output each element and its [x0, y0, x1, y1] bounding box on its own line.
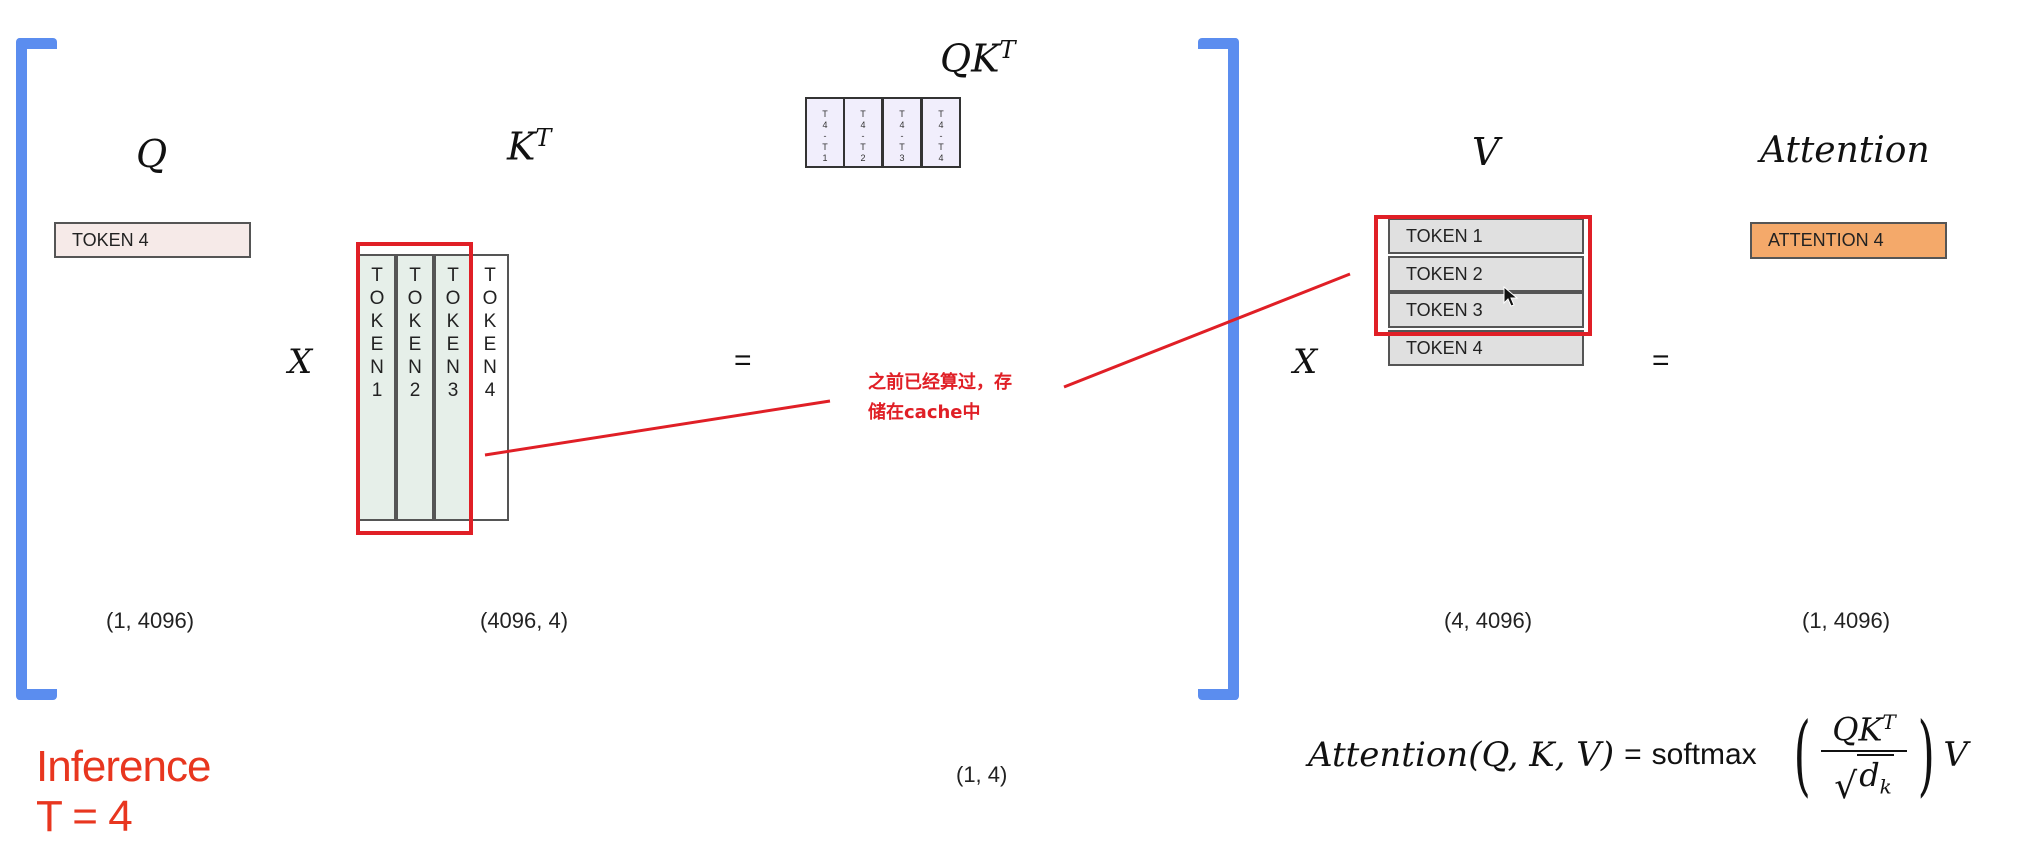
label-attention: Attention	[1760, 130, 1930, 171]
times-sign-1: X	[288, 342, 313, 382]
formula-lhs: Attention(Q, K, V)	[1308, 735, 1615, 775]
formula-denominator-base: d	[1859, 756, 1880, 795]
formula-paren-right: )	[1917, 703, 1935, 806]
k-column-3-label: T O K E N 3	[445, 265, 461, 401]
formula-numerator-sup: T	[1882, 710, 1896, 735]
k-column-1-label: T O K E N 1	[369, 265, 385, 401]
shape-qkt: (1, 4)	[956, 762, 1008, 787]
k-column-1: T O K E N 1	[358, 254, 396, 521]
k-cache-highlight	[356, 242, 473, 535]
v-row-3: TOKEN 3	[1388, 292, 1584, 328]
inference-label: Inference T = 4	[36, 742, 211, 842]
formula-fraction-bar	[1821, 750, 1908, 753]
left-bracket	[16, 38, 57, 700]
sqrt-sign-icon: √	[1834, 765, 1858, 807]
equals-sign-1: =	[734, 344, 752, 377]
v-row-2: TOKEN 2	[1388, 256, 1584, 292]
mouse-cursor-icon	[1503, 286, 1519, 307]
v-cache-highlight	[1374, 215, 1592, 336]
formula-numerator-base: QK	[1832, 711, 1883, 750]
formula-fraction: QKT √ dk	[1821, 704, 1908, 805]
qkt-cell-1-label: T 4 - T 1	[822, 109, 828, 163]
q-row-token4: TOKEN 4	[54, 222, 251, 258]
annotation-text: 之前已经算过，存 储在cache中	[868, 368, 1012, 428]
inference-step: T = 4	[36, 792, 133, 841]
qkt-cell-2-label: T 4 - T 2	[860, 109, 866, 163]
formula-eq: =	[1624, 738, 1642, 771]
attention-formula: Attention(Q, K, V) = softmax ( QKT √ dk …	[1308, 700, 2026, 810]
label-qkt: QKT	[940, 36, 1016, 81]
right-bracket	[1198, 38, 1239, 700]
label-qkt-base: QK	[940, 36, 1000, 81]
formula-tail: V	[1943, 735, 1968, 775]
annotation-line-v	[1063, 272, 1351, 389]
annotation-line1: 之前已经算过，存	[868, 372, 1012, 393]
v-row-4: TOKEN 4	[1388, 330, 1584, 366]
qkt-cell-4: T 4 - T 4	[921, 97, 961, 168]
k-column-4-label: T O K E N 4	[482, 265, 498, 401]
shape-kt: (4096, 4)	[480, 608, 569, 633]
label-q: Q	[136, 132, 168, 176]
label-qkt-sup: T	[999, 36, 1016, 64]
formula-numerator: QKT	[1832, 704, 1895, 748]
formula-paren-left: (	[1793, 703, 1811, 806]
label-kt: KT	[507, 124, 551, 169]
qkt-cell-3-label: T 4 - T 3	[899, 109, 905, 163]
shape-attention: (1, 4096)	[1802, 608, 1891, 633]
annotation-line2: 储在cache中	[868, 402, 981, 423]
k-column-2: T O K E N 2	[396, 254, 434, 521]
k-column-4: T O K E N 4	[471, 254, 509, 521]
formula-denominator-sub: k	[1879, 774, 1892, 799]
v-row-1: TOKEN 1	[1388, 218, 1584, 254]
label-v: V	[1472, 130, 1500, 174]
formula-softmax: softmax	[1651, 738, 1757, 771]
k-column-2-label: T O K E N 2	[407, 265, 423, 401]
annotation-line-k	[484, 399, 831, 457]
k-column-3: T O K E N 3	[434, 254, 472, 521]
formula-denominator-body: dk	[1857, 754, 1894, 805]
qkt-cell-1: T 4 - T 1	[805, 97, 845, 168]
label-kt-base: K	[507, 124, 536, 169]
equals-sign-2: =	[1652, 344, 1670, 377]
times-sign-2: X	[1293, 342, 1318, 382]
inference-title: Inference	[36, 742, 211, 791]
formula-denominator: √ dk	[1834, 754, 1894, 805]
shape-v: (4, 4096)	[1444, 608, 1533, 633]
attention-row-4: ATTENTION 4	[1750, 222, 1947, 259]
qkt-cell-4-label: T 4 - T 4	[938, 109, 944, 163]
shape-q: (1, 4096)	[106, 608, 195, 633]
label-kt-sup: T	[535, 124, 552, 152]
qkt-cell-2: T 4 - T 2	[843, 97, 883, 168]
